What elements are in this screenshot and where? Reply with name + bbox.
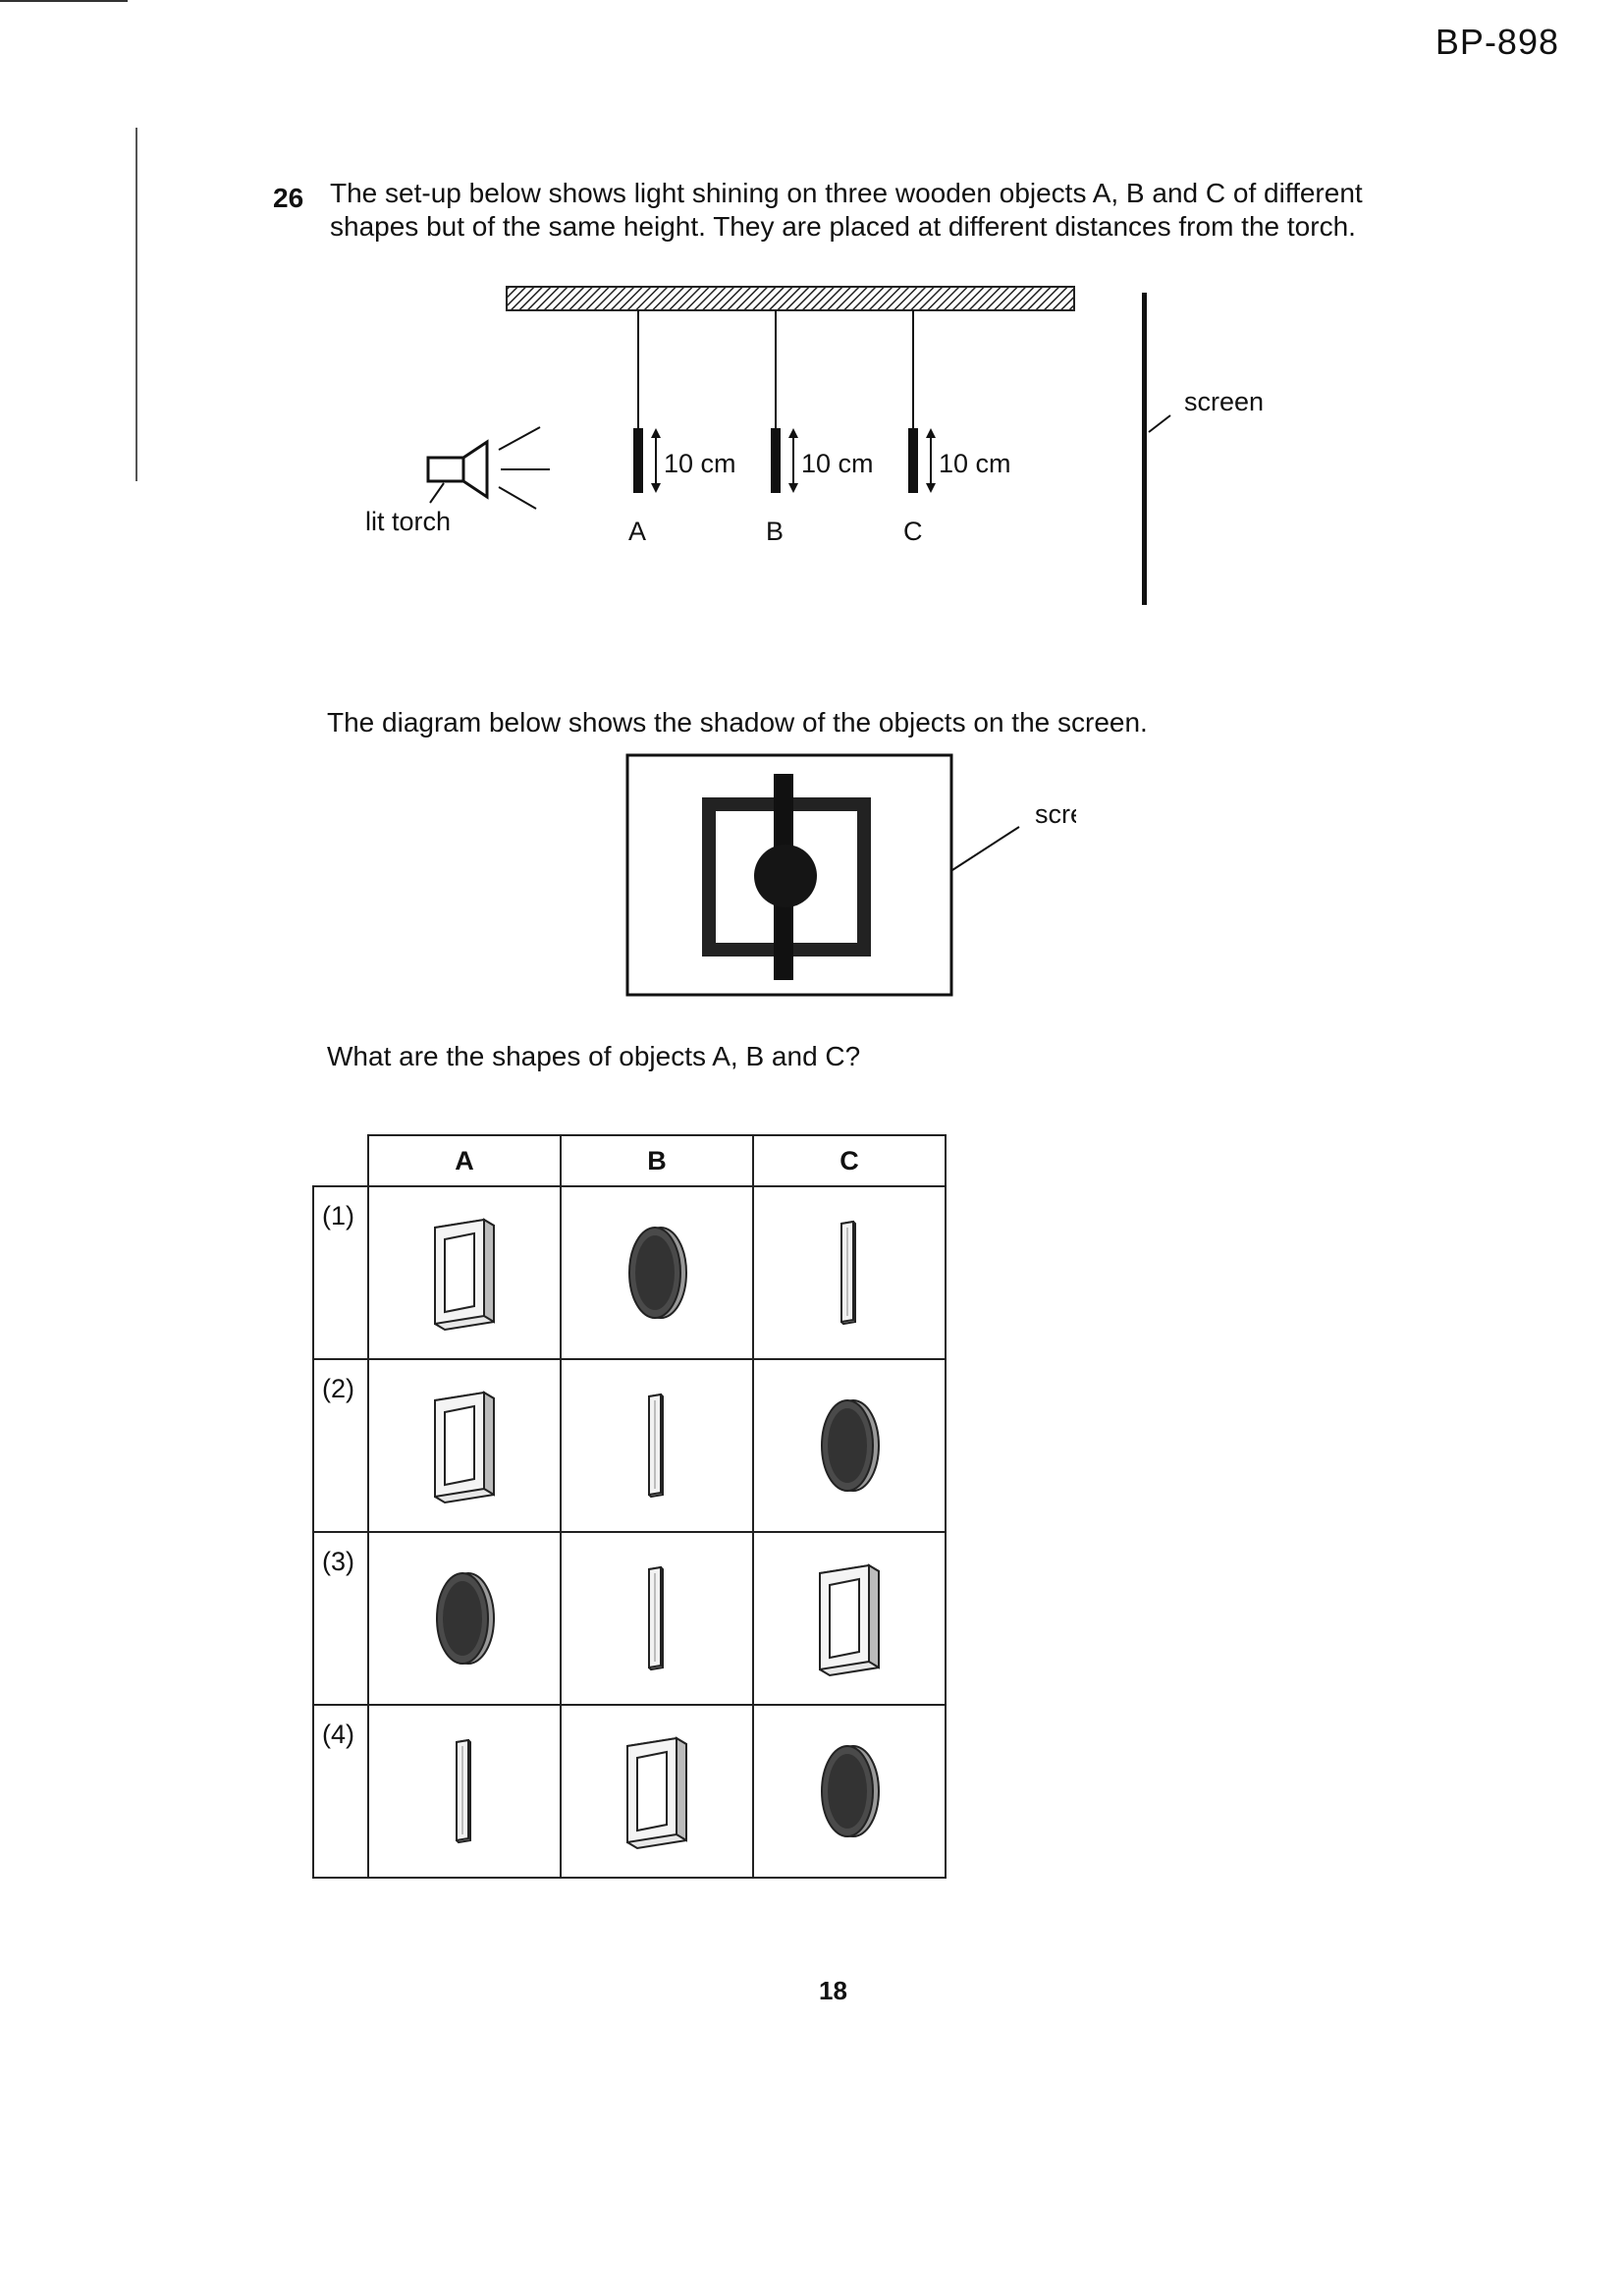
rod-icon xyxy=(456,1738,471,1844)
table-header-row: A B C xyxy=(313,1134,947,1187)
ceiling xyxy=(506,286,1075,311)
screen xyxy=(1142,293,1147,605)
page-number: 18 xyxy=(819,1976,847,2005)
option-row-3[interactable]: (3) xyxy=(312,1531,947,1706)
question-number: 26 xyxy=(273,183,304,213)
column-header-b: B xyxy=(560,1134,754,1187)
square-frame-icon xyxy=(434,1218,495,1332)
top-rule xyxy=(0,0,128,2)
object-c-label: C xyxy=(903,517,923,546)
square-frame-cell xyxy=(752,1531,947,1706)
column-header-c: C xyxy=(752,1134,947,1187)
option-row-4[interactable]: (4) xyxy=(312,1704,947,1879)
disc-cell xyxy=(367,1531,562,1706)
object-b-label: B xyxy=(766,517,784,546)
paper-code: BP-898 xyxy=(1435,22,1559,62)
rod-cell xyxy=(367,1704,562,1879)
option-label: (4) xyxy=(312,1704,369,1879)
square-frame-cell xyxy=(367,1358,562,1533)
disc-icon xyxy=(628,1227,687,1319)
rod-icon xyxy=(648,1565,664,1671)
question-text: The set-up below shows light shining on … xyxy=(330,178,1363,242)
question-prompt: What are the shapes of objects A, B and … xyxy=(327,1041,861,1071)
square-frame-cell xyxy=(367,1185,562,1360)
object-b xyxy=(771,310,798,493)
option-label: (2) xyxy=(312,1358,369,1533)
rod-cell xyxy=(560,1358,754,1533)
options-table: A B C (1) (2) (3) (4) xyxy=(312,1134,947,1879)
square-frame-icon xyxy=(819,1563,880,1677)
disc-cell xyxy=(560,1185,754,1360)
disc-cell xyxy=(752,1358,947,1533)
setup-diagram: lit torch 10 cm A 10 cm B 10 cm C screen xyxy=(365,286,1264,605)
disc-cell xyxy=(752,1704,947,1879)
object-b-height: 10 cm xyxy=(801,449,874,478)
margin-line xyxy=(135,128,137,481)
object-a-height: 10 cm xyxy=(664,449,736,478)
object-a xyxy=(633,310,661,493)
square-frame-icon xyxy=(626,1736,687,1850)
object-a-label: A xyxy=(628,517,646,546)
rod-icon xyxy=(840,1220,856,1326)
shadow-intro: The diagram below shows the shadow of th… xyxy=(327,707,1148,738)
torch-icon xyxy=(426,426,550,510)
torch-label: lit torch xyxy=(365,507,451,536)
square-frame-cell xyxy=(560,1704,754,1879)
option-row-2[interactable]: (2) xyxy=(312,1358,947,1533)
object-c-height: 10 cm xyxy=(939,449,1011,478)
rod-cell xyxy=(560,1531,754,1706)
shadow-screen-label: screen xyxy=(1035,799,1076,829)
table-corner xyxy=(313,1135,369,1187)
disc-icon xyxy=(436,1572,495,1665)
screen-label: screen xyxy=(1184,387,1264,416)
disc-icon xyxy=(821,1745,880,1837)
object-c xyxy=(908,310,936,493)
option-label: (3) xyxy=(312,1531,369,1706)
option-label: (1) xyxy=(312,1185,369,1360)
shadow-diagram: screen xyxy=(625,753,1076,997)
rod-icon xyxy=(648,1393,664,1499)
option-row-1[interactable]: (1) xyxy=(312,1185,947,1360)
disc-icon xyxy=(821,1399,880,1492)
disc-shadow xyxy=(754,845,817,907)
rod-cell xyxy=(752,1185,947,1360)
square-frame-icon xyxy=(434,1391,495,1504)
column-header-a: A xyxy=(367,1134,562,1187)
